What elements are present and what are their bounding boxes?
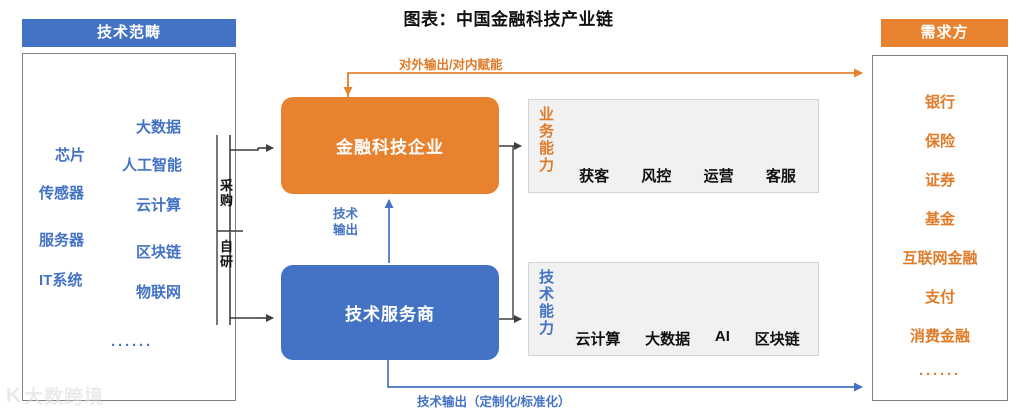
capability-business-tags: 获客 风控 运营 客服 [563,165,812,186]
edge-label-tech-output: 技术 输出 [333,206,358,238]
tech-scope-item-blockchain: 区块链 [136,244,182,261]
cap-tag-big-data: 大数据 [645,331,691,348]
node-tech-provider[interactable]: 技术服务商 [281,265,499,360]
self-dev-ch-0: 自 [219,239,233,254]
edge-label-external-output: 对外输出/对内赋能 [399,58,503,72]
cap-tech-ch-3: 力 [538,320,554,337]
demand-item-bank: 银行 [924,94,955,111]
tech-scope-item-big-data: 大数据 [136,119,182,136]
tech-scope-item-ai: 人工智能 [122,157,183,174]
cap-tech-ch-1: 术 [538,286,554,303]
cap-tag-cloud: 云计算 [575,331,621,348]
edge-label-self-develop: 自 研 [219,239,234,269]
cap-biz-ch-3: 力 [538,157,554,174]
cap-biz-ch-2: 能 [538,140,554,157]
cap-tech-ch-2: 能 [538,303,554,320]
edge-external-output [343,68,863,97]
procure-ch-1: 购 [219,193,233,208]
capability-business-label: 业 务 能 力 [538,106,555,174]
demand-item-consumer-finance: 消费金融 [909,328,970,345]
watermark-logo-icon: K [6,383,21,407]
left-panel-body: 芯片 传感器 服务器 IT系统 大数据 人工智能 云计算 区块链 物联网 ···… [22,53,236,401]
cap-tag-operations: 运营 [703,168,734,185]
capability-tech-label: 技 术 能 力 [538,269,555,337]
procure-ch-0: 采 [219,178,233,193]
demand-item-payment: 支付 [924,289,955,306]
right-panel-body: 银行 保险 证券 基金 互联网金融 支付 消费金融 ······ [872,55,1008,401]
tech-output-line-1: 输出 [333,223,359,237]
demand-item-internet-finance: 互联网金融 [902,250,978,267]
tech-scope-item-sensor: 传感器 [39,185,85,202]
page-title: 图表：中国金融科技产业链 [403,10,614,29]
demand-item-securities: 证券 [924,172,955,189]
cap-tech-ch-0: 技 [538,269,554,286]
capability-panel-tech: 技 术 能 力 云计算 大数据 AI 区块链 [528,262,819,356]
capability-tech-tags: 云计算 大数据 AI 区块链 [563,328,812,349]
tech-output-line-0: 技术 [333,207,359,221]
self-dev-ch-1: 研 [219,254,233,269]
demand-item-insurance: 保险 [924,133,955,150]
cap-tag-customer-service: 客服 [765,168,796,185]
cap-biz-ch-1: 务 [538,123,554,140]
right-panel-header: 需求方 [881,19,1008,47]
tech-scope-item-chip: 芯片 [55,147,86,164]
cap-tag-risk-control: 风控 [641,168,672,185]
tech-scope-item-server: 服务器 [39,232,85,249]
tech-scope-item-iot: 物联网 [136,284,182,301]
cap-tag-blockchain: 区块链 [754,331,800,348]
tech-scope-item-cloud: 云计算 [136,197,182,214]
capability-panel-business: 业 务 能 力 获客 风控 运营 客服 [528,99,819,193]
right-panel-ellipsis: ······ [919,366,961,383]
edge-procure [230,144,274,152]
cap-tag-acquisition: 获客 [579,168,610,185]
edge-tech-output-bottom [387,360,863,392]
left-panel-header: 技术范畴 [22,19,236,47]
edge-label-procure: 采 购 [219,178,234,208]
cap-tag-ai: AI [714,328,730,345]
node-fintech-company[interactable]: 金融科技企业 [281,97,499,194]
left-panel-ellipsis: ······ [111,337,153,354]
demand-item-fund: 基金 [924,211,955,228]
cap-biz-ch-0: 业 [538,106,554,123]
edge-label-tech-output-bottom: 技术输出（定制化/标准化） [417,395,571,409]
tech-scope-item-it-system: IT系统 [39,272,83,289]
